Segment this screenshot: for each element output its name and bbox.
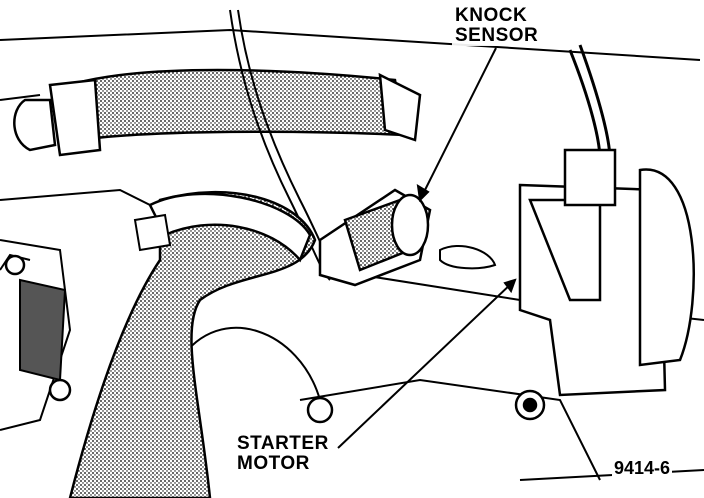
starter-motor-label: STARTER MOTOR (234, 434, 332, 474)
figure-number: 9414-6 (612, 458, 673, 479)
knock-sensor-label-line1: KNOCK (455, 5, 528, 26)
lower-hose (68, 190, 317, 498)
starter-motor (4, 148, 695, 424)
knock-sensor-label: KNOCK SENSOR (452, 5, 542, 46)
starter-motor-label-line2: MOTOR (237, 452, 310, 474)
knock-sensor-label-line2: SENSOR (455, 24, 539, 46)
upper-hose (13, 68, 422, 157)
starter-motor-label-line1: STARTER (237, 433, 329, 454)
leader-lines (337, 47, 517, 449)
knock-sensor (318, 188, 432, 287)
